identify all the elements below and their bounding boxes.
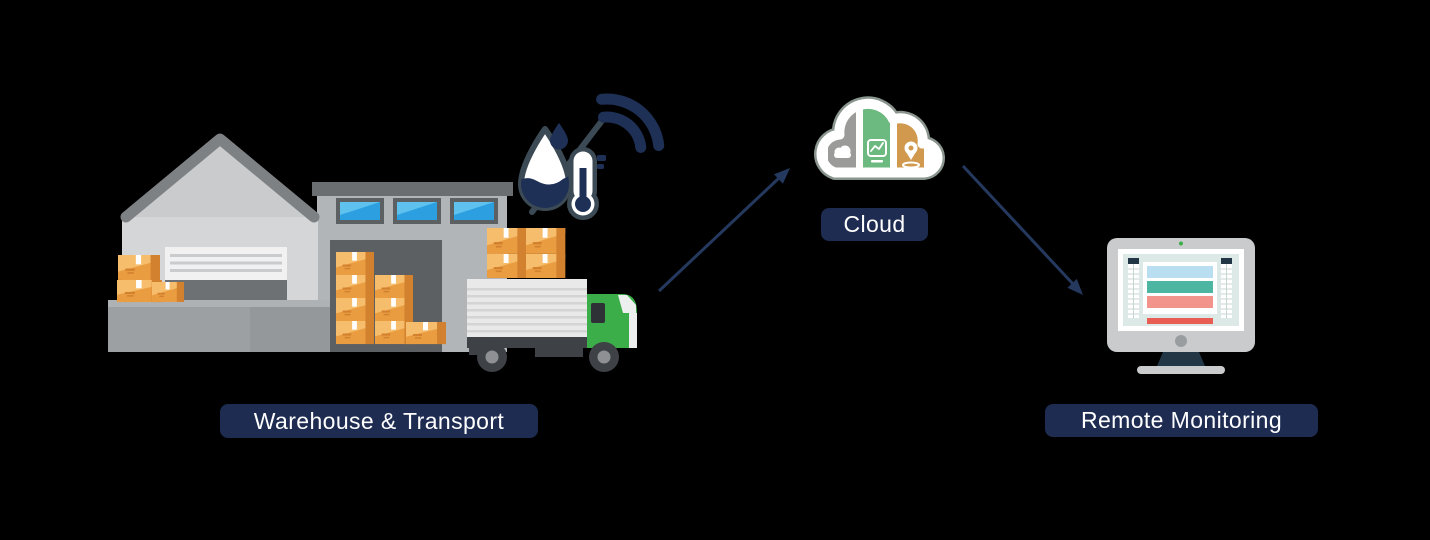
dashboard-bars-icon bbox=[1128, 258, 1232, 324]
roof-edge bbox=[120, 133, 320, 223]
thermometer-icon bbox=[567, 147, 606, 220]
wifi-signal-icon bbox=[596, 93, 665, 153]
pallet-platform-icon bbox=[108, 300, 330, 352]
truck-wheels bbox=[477, 342, 619, 372]
monitor-stand bbox=[1157, 352, 1205, 366]
monitor-base bbox=[1137, 366, 1225, 374]
arrow-down-right-icon bbox=[961, 164, 1083, 295]
webcam-dot-icon bbox=[1179, 241, 1183, 246]
cloud-label: Cloud bbox=[821, 208, 928, 241]
warehouse-annex bbox=[312, 182, 513, 352]
cloud-icon bbox=[814, 96, 946, 180]
warehouse-building-icon bbox=[108, 133, 513, 352]
remote-monitoring-label: Remote Monitoring bbox=[1045, 404, 1318, 437]
truck-chassis bbox=[467, 337, 587, 348]
line-chart-glyph-icon bbox=[867, 139, 887, 163]
sensor-icon-group bbox=[518, 93, 665, 220]
cloud-glyph-icon bbox=[834, 145, 851, 158]
windshield bbox=[618, 295, 636, 313]
roller-door-icon bbox=[165, 247, 287, 280]
delivery-truck-icon bbox=[467, 228, 637, 372]
desktop-monitor-icon bbox=[1107, 238, 1255, 374]
cab-window bbox=[591, 303, 605, 323]
monitor-button bbox=[1175, 335, 1187, 347]
arrow-up-right-icon bbox=[657, 168, 790, 293]
warehouse-transport-label: Warehouse & Transport bbox=[220, 404, 538, 438]
small-droplet-icon bbox=[550, 123, 568, 150]
truck-roof-box-stack bbox=[487, 228, 566, 278]
truck-trailer bbox=[467, 279, 587, 337]
trailer-ridges bbox=[467, 288, 587, 333]
